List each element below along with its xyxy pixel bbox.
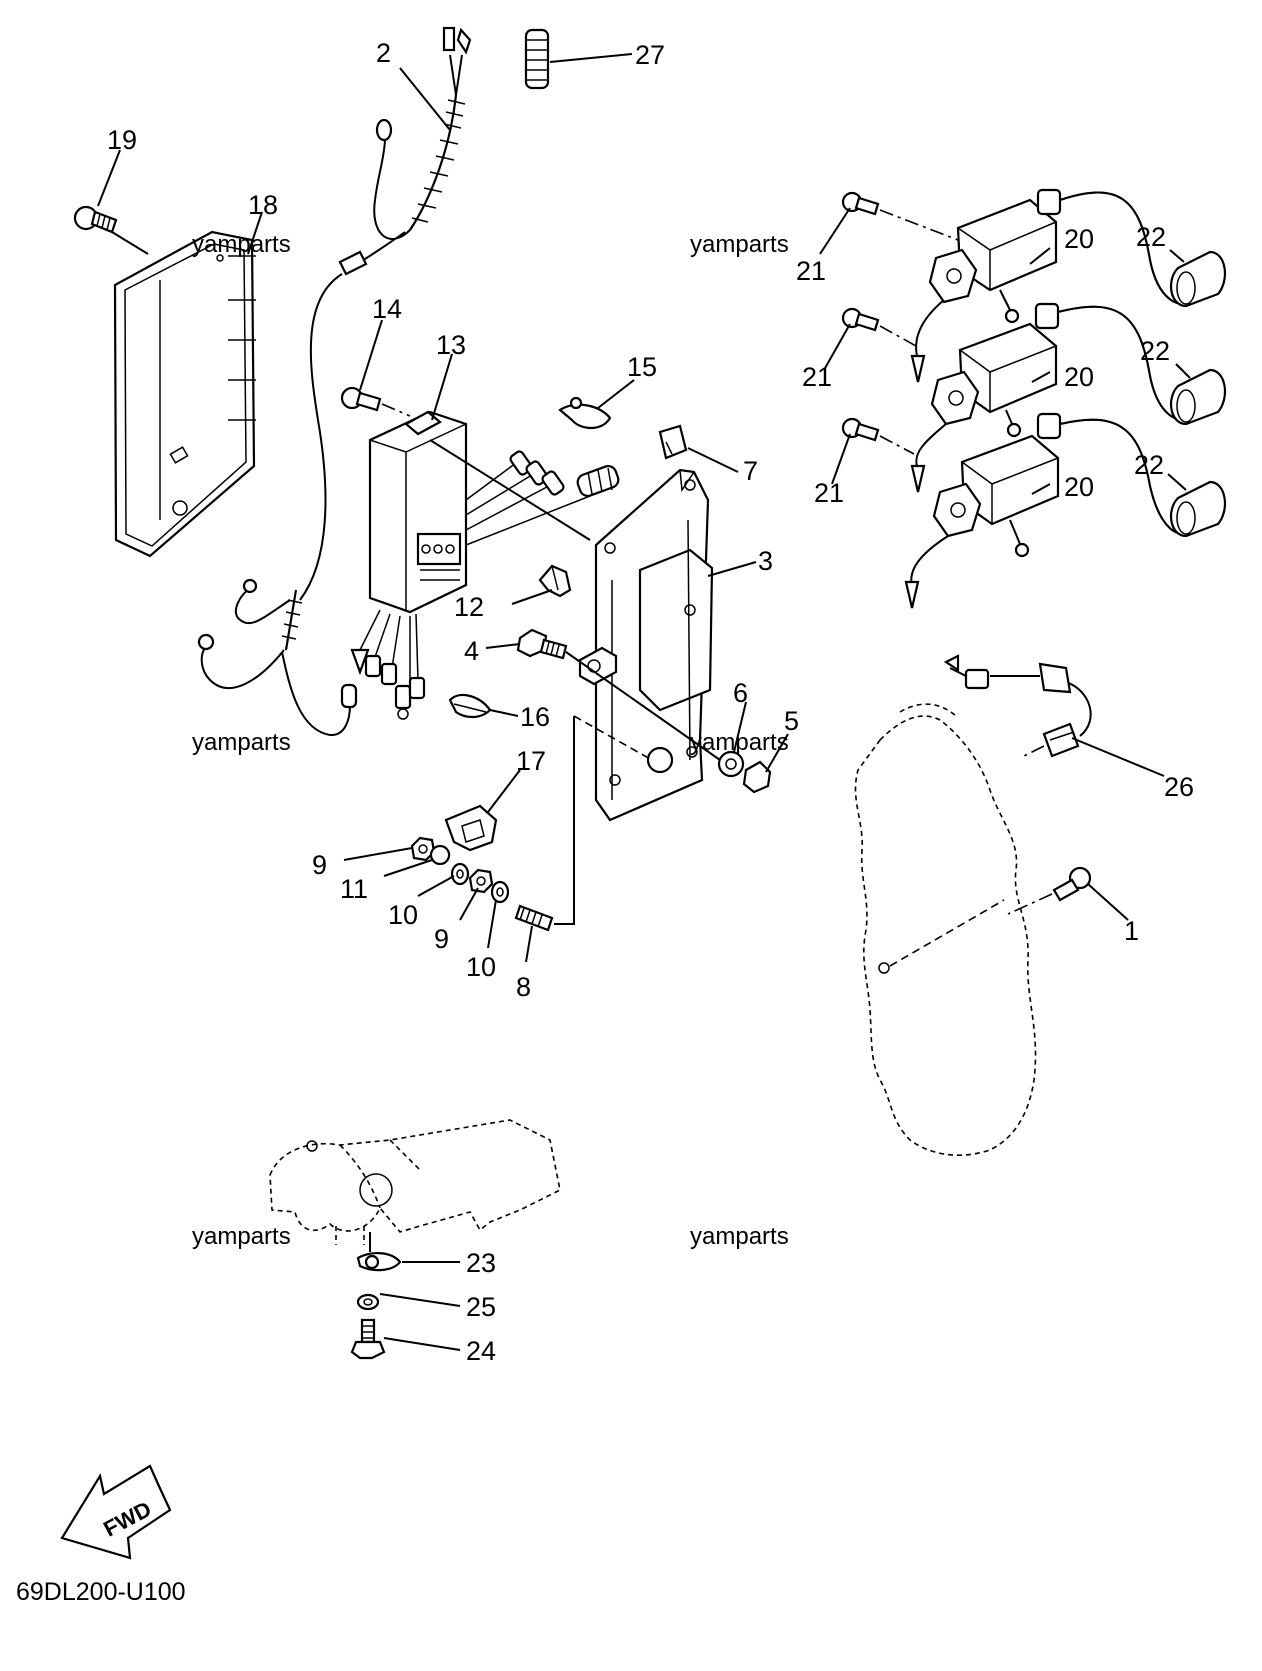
callout-25: 25 — [466, 1292, 496, 1322]
callout-19: 19 — [107, 125, 137, 155]
part-16-clip — [448, 693, 492, 719]
part-20-coil-top — [928, 188, 1191, 324]
callout-26: 26 — [1164, 772, 1194, 802]
callout-1: 1 — [1124, 916, 1139, 946]
callout-20-mid: 20 — [1064, 362, 1094, 392]
callout-18: 18 — [248, 190, 278, 220]
callout-12: 12 — [454, 592, 484, 622]
callout-27: 27 — [635, 40, 665, 70]
part-21-bolt-mid — [841, 307, 917, 347]
callout-17: 17 — [516, 746, 546, 776]
callout-9-upper: 9 — [312, 850, 327, 880]
axis-line-4 — [565, 651, 721, 761]
part-1-bolt — [1007, 866, 1092, 915]
part-10-washer-lower — [490, 880, 510, 904]
stud-hidden-line — [573, 715, 653, 761]
part-24-bolt — [350, 1318, 386, 1360]
part-21-bolt-top — [841, 191, 959, 241]
callout-labels: 2 27 19 18 14 13 15 7 3 12 4 6 5 16 17 9… — [107, 38, 1194, 1366]
part-14-screw — [340, 386, 411, 417]
watermark-1: yamparts — [192, 231, 291, 258]
callout-2: 2 — [376, 38, 391, 68]
coil-ground-arrows — [904, 299, 949, 609]
part-6-collar — [717, 750, 745, 778]
callout-8: 8 — [516, 972, 531, 1002]
callout-14: 14 — [372, 294, 402, 324]
lower-housing-outline — [269, 1119, 561, 1245]
part-7-grommet — [658, 424, 688, 460]
part-18-cover — [113, 230, 256, 558]
part-10-washer-upper — [450, 862, 470, 886]
callout-23: 23 — [466, 1248, 496, 1278]
part-22-cap-top — [1169, 250, 1227, 308]
callout-3: 3 — [758, 546, 773, 576]
callout-4: 4 — [464, 636, 479, 666]
callout-7: 7 — [743, 456, 758, 486]
watermark-2: yamparts — [690, 231, 789, 258]
callout-13: 13 — [436, 330, 466, 360]
callout-11: 11 — [340, 874, 368, 904]
part-8-stud — [514, 904, 554, 932]
stud-lead-line — [554, 716, 575, 925]
part-26-sensor — [943, 654, 1092, 759]
watermarks: yamparts yamparts yamparts yamparts yamp… — [192, 231, 789, 1250]
callout-10-lower: 10 — [466, 952, 496, 982]
part-27-sleeve — [524, 28, 550, 90]
part-4-bolt — [516, 628, 568, 660]
part-3-bracket — [578, 468, 714, 822]
callout-21-bottom: 21 — [814, 478, 844, 508]
part-21-bolt-bottom — [841, 417, 915, 455]
callout-15: 15 — [627, 352, 657, 382]
part-12-clip — [538, 564, 572, 598]
callout-9-lower: 9 — [434, 924, 449, 954]
leader-lines — [97, 53, 1191, 1351]
diagram-code: 69DL200-U100 — [16, 1578, 186, 1606]
callout-20-top: 20 — [1064, 224, 1094, 254]
part-17-holder — [444, 804, 498, 852]
part-23-clamp — [356, 1232, 402, 1272]
part-15-clamp — [558, 396, 612, 430]
watermark-4: yamparts — [690, 729, 789, 756]
part-25-washer — [356, 1293, 380, 1311]
part-13-cdi-unit — [350, 410, 620, 720]
part-5-bushing — [742, 760, 772, 794]
part-22-cap-mid — [1169, 368, 1227, 426]
callout-10-upper: 10 — [388, 900, 418, 930]
watermark-3: yamparts — [192, 729, 291, 756]
watermark-6: yamparts — [690, 1223, 789, 1250]
part-2-harness — [197, 26, 472, 737]
callout-20-bottom: 20 — [1064, 472, 1094, 502]
part-9-nut-lower — [468, 868, 494, 894]
part-22-cap-bottom — [1169, 480, 1227, 538]
part-20-coil-bottom — [932, 412, 1191, 558]
engine-block-outline — [854, 703, 1037, 1156]
part-19-bolt — [73, 205, 118, 234]
callout-21-mid: 21 — [802, 362, 832, 392]
callout-22-bottom: 22 — [1134, 450, 1164, 480]
part-20-coil-mid — [930, 302, 1191, 438]
callout-6: 6 — [733, 678, 748, 708]
callout-22-mid: 22 — [1140, 336, 1170, 366]
callout-24: 24 — [466, 1336, 496, 1366]
callout-21-top: 21 — [796, 256, 826, 286]
callout-16: 16 — [520, 702, 550, 732]
callout-22-top: 22 — [1136, 222, 1166, 252]
callout-5: 5 — [784, 706, 799, 736]
watermark-5: yamparts — [192, 1223, 291, 1250]
part-11-lock-washer — [429, 844, 451, 866]
fwd-arrow-icon: FWD — [60, 1464, 172, 1560]
